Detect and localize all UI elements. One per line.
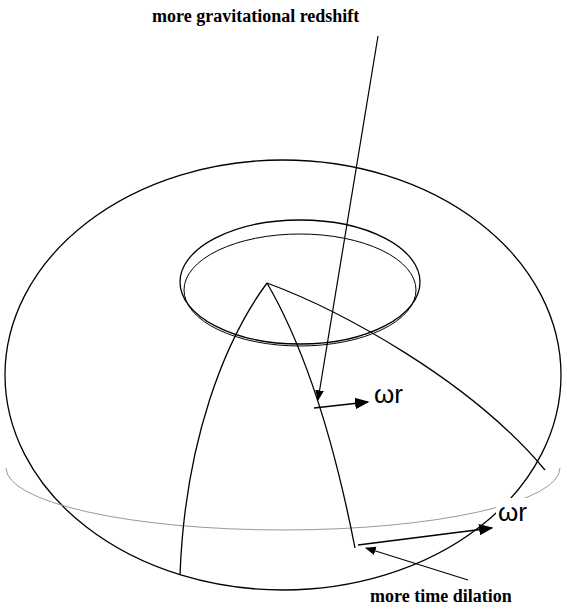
leader-arrow: [366, 548, 468, 580]
meridian-line: [180, 283, 267, 575]
spheroid-outline: [5, 160, 561, 590]
annotation-note: more gravitational redshift: [150, 6, 361, 27]
latitude-circle-inner: [184, 234, 416, 346]
velocity-label: ωr: [372, 380, 405, 410]
leader-arrow: [318, 36, 378, 400]
meridian-line: [267, 283, 545, 470]
velocity-arrow: [358, 528, 492, 545]
latitude-circle: [180, 220, 420, 344]
equator-line: [6, 468, 560, 530]
velocity-arrow: [314, 402, 368, 408]
annotation-note: more time dilation: [368, 586, 514, 607]
velocity-label: ωr: [496, 498, 529, 528]
meridian-line: [267, 283, 355, 548]
